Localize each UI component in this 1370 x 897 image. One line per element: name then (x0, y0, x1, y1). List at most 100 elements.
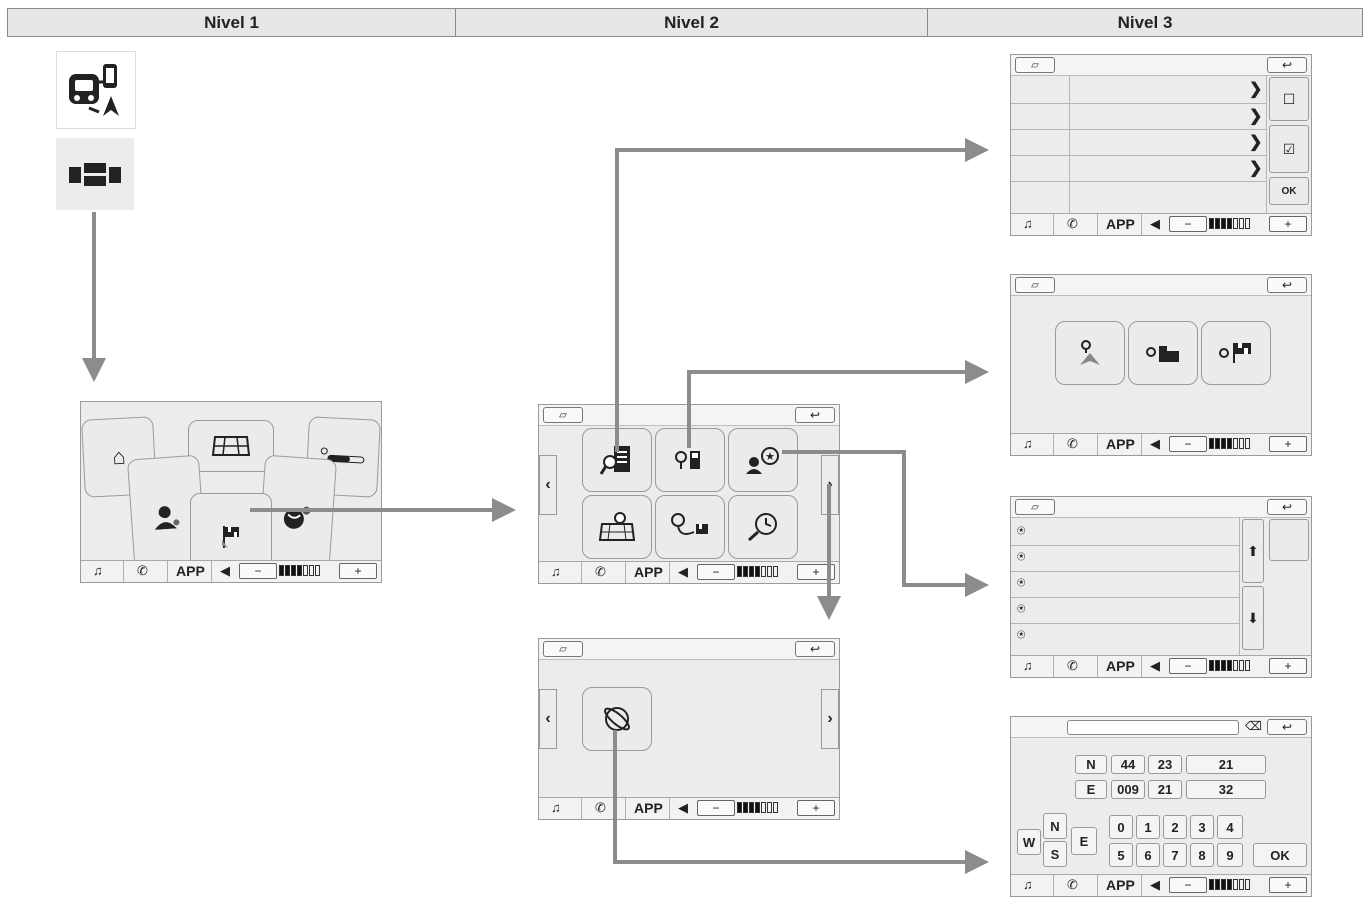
app-button[interactable]: APP (1106, 658, 1135, 674)
lon-minutes[interactable]: 21 (1148, 780, 1182, 799)
music-icon[interactable]: ♫ (1023, 658, 1033, 673)
music-icon[interactable]: ♫ (1023, 877, 1033, 892)
next-page-button[interactable]: › (821, 689, 839, 749)
side-panel-button[interactable] (1269, 519, 1309, 561)
phone-icon[interactable]: ✆ (595, 564, 606, 579)
car-phone-navigation-icon[interactable] (56, 51, 136, 129)
checkbox-checked[interactable]: ☑ (1269, 125, 1309, 173)
digit-3[interactable]: 3 (1190, 815, 1214, 839)
phone-icon[interactable]: ✆ (1067, 877, 1078, 892)
gps-globe-icon[interactable] (582, 687, 652, 751)
app-button[interactable]: APP (1106, 877, 1135, 893)
volume-up-button[interactable]: + (1269, 877, 1307, 893)
lat-minutes[interactable]: 23 (1148, 755, 1182, 774)
digit-2[interactable]: 2 (1163, 815, 1187, 839)
destination-flag-icon[interactable] (1201, 321, 1271, 385)
route-flag-icon[interactable] (655, 495, 725, 559)
south-button[interactable]: S (1043, 841, 1067, 867)
music-icon[interactable]: ♫ (551, 564, 561, 579)
lat-degrees[interactable]: 44 (1111, 755, 1145, 774)
music-icon[interactable]: ♫ (551, 800, 561, 815)
phone-icon[interactable]: ✆ (137, 563, 148, 578)
digit-0[interactable]: 0 (1109, 815, 1133, 839)
digit-4[interactable]: 4 (1217, 815, 1243, 839)
chevron-right-icon[interactable]: ❯ (1249, 160, 1263, 177)
user-settings-icon[interactable] (126, 454, 208, 580)
digit-5[interactable]: 5 (1109, 843, 1133, 867)
north-button[interactable]: N (1043, 813, 1067, 839)
fuel-station-icon[interactable] (655, 428, 725, 492)
favorite-location-icon[interactable]: ★ (728, 428, 798, 492)
ok-button[interactable]: OK (1269, 177, 1309, 205)
favorite-pin-icon[interactable]: ⍟ (1017, 522, 1026, 538)
volume-up-button[interactable]: + (1269, 436, 1307, 452)
volume-up-button[interactable]: + (1269, 658, 1307, 674)
phone-icon[interactable]: ✆ (1067, 436, 1078, 451)
prev-page-button[interactable]: ‹ (539, 689, 557, 749)
back-button[interactable]: ↩ (795, 407, 835, 423)
chevron-right-icon[interactable]: ❯ (1249, 108, 1263, 125)
app-button[interactable]: APP (176, 563, 205, 579)
lon-seconds[interactable]: 32 (1186, 780, 1266, 799)
favorite-pin-icon[interactable]: ⍟ (1017, 574, 1026, 590)
app-button[interactable]: APP (634, 800, 663, 816)
digit-1[interactable]: 1 (1136, 815, 1160, 839)
map-button[interactable]: ▱ (543, 407, 583, 423)
lat-seconds[interactable]: 21 (1186, 755, 1266, 774)
map-icon[interactable] (188, 420, 274, 472)
favorite-pin-icon[interactable]: ⍟ (1017, 600, 1026, 616)
back-button[interactable]: ↩ (1267, 57, 1307, 73)
route-settings-icon[interactable] (305, 416, 381, 498)
phone-icon[interactable]: ✆ (1067, 658, 1078, 673)
app-button[interactable]: APP (1106, 216, 1135, 232)
volume-down-button[interactable]: − (239, 563, 277, 579)
city-location-icon[interactable] (1128, 321, 1198, 385)
search-poi-icon[interactable] (582, 428, 652, 492)
back-button[interactable]: ↩ (1267, 719, 1307, 735)
music-icon[interactable]: ♫ (1023, 216, 1033, 231)
favorite-pin-icon[interactable]: ⍟ (1017, 626, 1026, 642)
phone-icon[interactable]: ✆ (595, 800, 606, 815)
recent-search-icon[interactable] (728, 495, 798, 559)
scroll-down-button[interactable]: ⬇ (1242, 586, 1264, 650)
chevron-right-icon[interactable]: ❯ (1249, 81, 1263, 98)
app-button[interactable]: APP (1106, 436, 1135, 452)
coordinate-input-field[interactable] (1067, 720, 1239, 735)
volume-down-button[interactable]: − (1169, 436, 1207, 452)
map-button[interactable]: ▱ (1015, 57, 1055, 73)
volume-down-button[interactable]: − (1169, 877, 1207, 893)
digit-7[interactable]: 7 (1163, 843, 1187, 867)
lon-degrees[interactable]: 009 (1111, 780, 1145, 799)
map-pin-icon[interactable] (582, 495, 652, 559)
map-button[interactable]: ▱ (543, 641, 583, 657)
volume-down-button[interactable]: − (697, 800, 735, 816)
back-button[interactable]: ↩ (1267, 499, 1307, 515)
volume-down-button[interactable]: − (1169, 216, 1207, 232)
ok-button[interactable]: OK (1253, 843, 1307, 867)
chevron-right-icon[interactable]: ❯ (1249, 134, 1263, 151)
music-icon[interactable]: ♫ (1023, 436, 1033, 451)
digit-8[interactable]: 8 (1190, 843, 1214, 867)
digit-9[interactable]: 9 (1217, 843, 1243, 867)
phone-icon[interactable]: ✆ (1067, 216, 1078, 231)
navigate-icon[interactable] (1055, 321, 1125, 385)
volume-up-button[interactable]: + (1269, 216, 1307, 232)
music-icon[interactable]: ♫ (93, 563, 103, 578)
app-button[interactable]: APP (634, 564, 663, 580)
backspace-icon[interactable]: ⌫ (1245, 719, 1262, 733)
volume-up-button[interactable]: + (339, 563, 377, 579)
digit-6[interactable]: 6 (1136, 843, 1160, 867)
next-page-button[interactable]: › (821, 455, 839, 515)
volume-down-button[interactable]: − (1169, 658, 1207, 674)
favorite-pin-icon[interactable]: ⍟ (1017, 548, 1026, 564)
back-button[interactable]: ↩ (1267, 277, 1307, 293)
volume-down-button[interactable]: − (697, 564, 735, 580)
west-button[interactable]: W (1017, 829, 1041, 855)
back-button[interactable]: ↩ (795, 641, 835, 657)
map-button[interactable]: ▱ (1015, 277, 1055, 293)
map-button[interactable]: ▱ (1015, 499, 1055, 515)
east-button[interactable]: E (1071, 827, 1097, 855)
menu-grid-icon[interactable] (56, 138, 134, 210)
volume-up-button[interactable]: + (797, 564, 835, 580)
prev-page-button[interactable]: ‹ (539, 455, 557, 515)
